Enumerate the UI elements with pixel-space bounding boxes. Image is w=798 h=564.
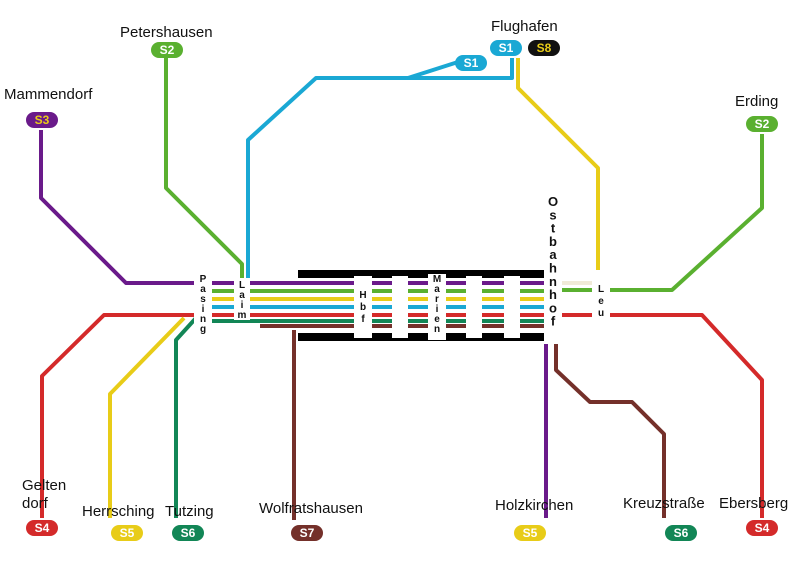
station-letter-ostbahnhof: t [551,221,556,236]
label-kreuzstrasse: Kreuzstraße [623,495,705,512]
station-boxes [194,194,610,344]
station-letter-ostbahnhof: O [548,194,558,209]
station-letter-hbf: b [360,302,366,313]
label-dorf: dorf [22,495,49,512]
station-letter-leu: L [598,284,604,295]
station-letter-marien: i [436,304,439,315]
pill-s2-petershausen[interactable]: S2 [151,42,183,58]
station-letter-laim: i [241,300,244,311]
line-s4-geltendorf [40,313,194,518]
station-marien-gap-2 [504,276,520,338]
line-s4-ebersberg [610,313,764,518]
trunk-border-bottom [298,333,544,341]
svg-text:S1: S1 [499,41,514,55]
svg-text:S6: S6 [181,526,196,540]
station-letter-marien: a [434,284,440,295]
svg-text:S1: S1 [464,56,479,70]
station-hbf[interactable] [354,276,372,338]
station-letter-pasing: P [200,274,207,285]
line-s2-petershausen [164,58,244,283]
pill-s2-erding[interactable]: S2 [746,116,778,132]
line-s8-flughafen [516,58,600,270]
svg-text:S6: S6 [674,526,689,540]
svg-text:S2: S2 [160,43,175,57]
station-hbf-gap [392,276,408,338]
pill-s1-flughafen[interactable]: S1 [490,40,522,56]
station-letter-ostbahnhof: f [551,314,556,329]
line-s1-flughafen [246,58,514,283]
svg-text:S4: S4 [35,521,50,535]
station-leuchtenbergring[interactable] [592,272,610,322]
station-letter-marien: n [434,324,440,335]
pill-s4-ebersberg[interactable]: S4 [746,520,778,536]
station-laim[interactable] [234,278,250,320]
station-letter-leu: e [598,296,604,307]
trunk-border-top [298,270,544,278]
svg-text:S2: S2 [755,117,770,131]
pill-s5-herrsching[interactable]: S5 [111,525,143,541]
label-erding: Erding [735,93,778,110]
label-gelten: Gelten [22,477,66,494]
line-s6-kreuzstrasse [554,340,666,518]
station-letter-pasing: n [200,314,206,325]
line-s1-freising-spur [407,60,459,80]
line-s6-tutzing [174,316,198,518]
label-mammendorf: Mammendorf [4,86,93,103]
line-s2-erding [610,134,764,292]
branch-lines [39,58,764,520]
line-pills: S2 S1 S8 S1 S3 S2 S4 S5 [26,40,778,541]
label-wolfratshausen: Wolfratshausen [259,500,363,517]
svg-text:S3: S3 [35,113,50,127]
station-letter-marien: e [434,314,440,325]
svg-text:S5: S5 [120,526,135,540]
pill-s5-holzkirchen[interactable]: S5 [514,525,546,541]
pill-s4-geltendorf[interactable]: S4 [26,520,58,536]
svg-text:S4: S4 [755,521,770,535]
svg-text:S8: S8 [537,41,552,55]
station-letter-ostbahnhof: n [549,274,557,289]
station-letter-pasing: i [202,304,205,315]
label-flughafen: Flughafen [491,18,558,35]
pill-s1-branch[interactable]: S1 [455,55,487,71]
svg-text:S5: S5 [523,526,538,540]
label-herrsching: Herrsching [82,503,155,520]
station-letter-ostbahnhof: h [549,287,557,302]
pill-s8-flughafen[interactable]: S8 [528,40,560,56]
terminal-labels: Petershausen Flughafen Mammendorf Erding… [4,18,788,520]
label-ebersberg: Ebersberg [719,495,788,512]
station-letter-hbf: H [359,290,366,301]
station-letter-marien: M [433,274,441,285]
station-letter-pasing: a [200,284,206,295]
pill-s3-mammendorf[interactable]: S3 [26,112,58,128]
station-letter-laim: m [238,310,247,321]
station-letter-ostbahnhof: s [549,207,556,222]
station-letter-marien: r [435,294,439,305]
station-marien-gap-1 [466,276,482,338]
station-letter-pasing: s [200,294,206,305]
station-letter-ostbahnhof: h [549,261,557,276]
pill-s6-tutzing[interactable]: S6 [172,525,204,541]
station-pasing[interactable] [194,272,212,334]
label-tutzing: Tutzing [165,503,214,520]
station-letter-ostbahnhof: a [549,247,557,262]
station-letter-ostbahnhof: b [549,234,557,249]
label-holzkirchen: Holzkirchen [495,497,573,514]
station-letter-laim: L [239,280,245,291]
station-letter-pasing: g [200,324,206,335]
station-letter-hbf: f [361,314,365,325]
station-letter-ostbahnhof: o [549,300,557,315]
line-s5-herrsching [108,316,186,518]
station-ostbahnhof[interactable] [544,194,562,344]
svg-text:S7: S7 [300,526,315,540]
station-letter-laim: a [239,290,245,301]
station-marienplatz[interactable] [428,274,446,340]
pill-s7-wolfratshausen[interactable]: S7 [291,525,323,541]
line-s3-mammendorf [39,130,240,285]
pill-s6-kreuzstrasse[interactable]: S6 [665,525,697,541]
label-petershausen: Petershausen [120,24,213,41]
station-letter-leu: u [598,308,604,319]
